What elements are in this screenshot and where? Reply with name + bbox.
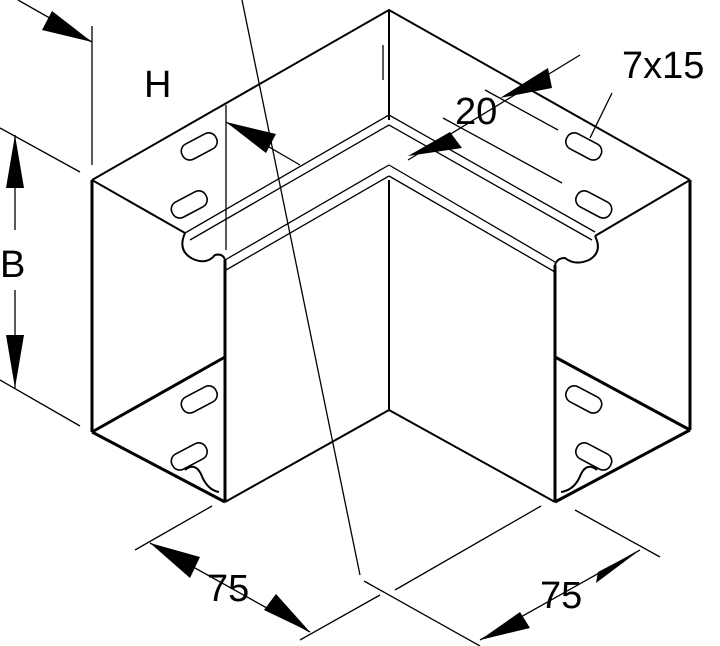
trunking-body [90, 8, 692, 504]
slot-icon [575, 442, 613, 471]
arrow-icon [596, 550, 640, 583]
arrow-icon [42, 11, 92, 42]
arrow-icon [226, 122, 276, 153]
slot-icon [565, 132, 603, 161]
lip-label: 20 [455, 91, 498, 133]
slot-icon [170, 442, 208, 471]
mounting-slots [170, 132, 613, 471]
arrow-icon [500, 68, 552, 98]
slot-icon [575, 190, 613, 219]
leg-left-dimension [134, 0, 381, 641]
height-label: H [144, 64, 172, 106]
arrow-icon [150, 543, 200, 578]
arrow-icon [480, 612, 530, 640]
height-dimension [17, 0, 301, 250]
width-dimension [0, 127, 81, 427]
arrow-icon [264, 594, 310, 632]
slot-icon [180, 385, 218, 414]
lip-dimension [407, 54, 613, 184]
slot-icon [180, 132, 218, 161]
arrow-up-icon [6, 135, 24, 188]
slot-icon [565, 385, 603, 414]
leg-left-label: 75 [207, 568, 250, 610]
leg-right-dimension [363, 505, 661, 646]
slot-icon [170, 190, 208, 219]
leg-right-label: 75 [540, 575, 583, 617]
arrow-icon [408, 132, 462, 156]
arrow-down-icon [6, 335, 24, 388]
slot-size-label: 7x15 [622, 45, 705, 87]
width-label: B [0, 244, 26, 286]
